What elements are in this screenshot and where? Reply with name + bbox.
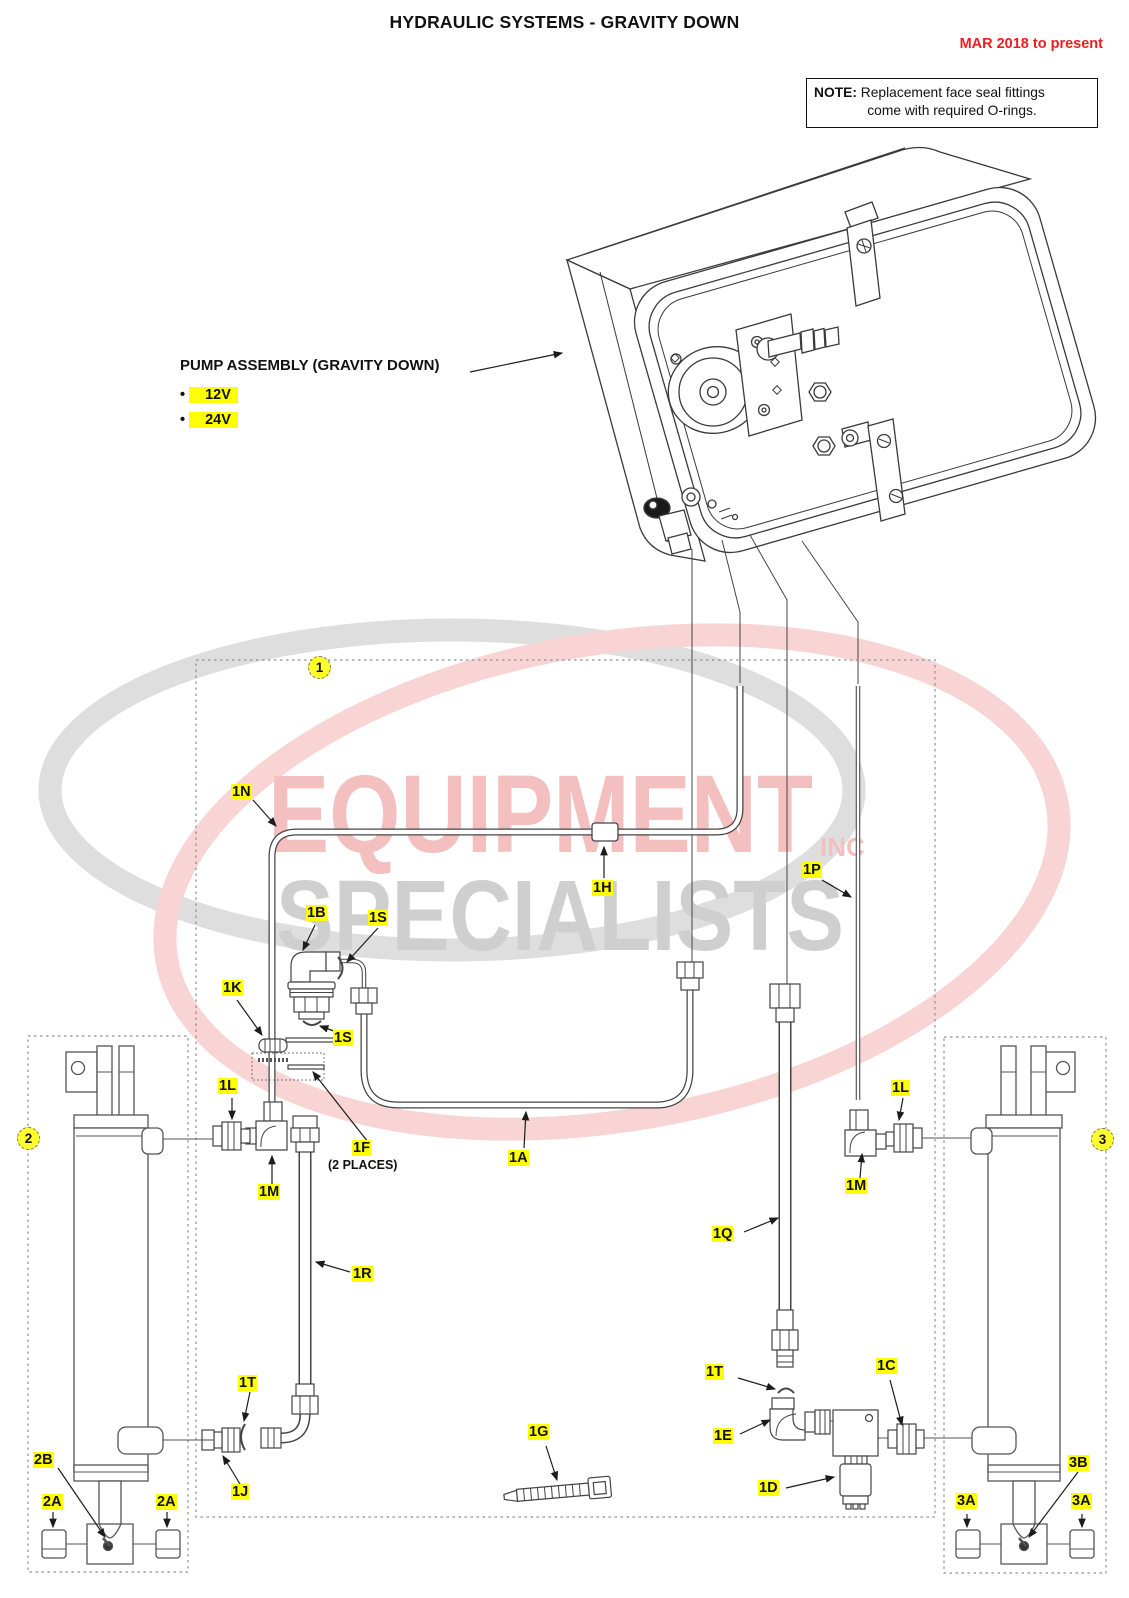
fitting-1h [591,822,619,842]
zip-tie-1g [503,1475,613,1502]
tubes-and-hoses [163,686,972,1444]
group-balloon-3: 3 [1091,1128,1114,1151]
pump-assembly-drawing [565,146,1097,562]
fitting-1j [201,1427,241,1453]
fitting-1m-right [844,1109,887,1157]
callout-1f: 1F [352,1140,371,1157]
page-title: HYDRAULIC SYSTEMS - GRAVITY DOWN [389,12,740,32]
hose-1r-fittings [260,1115,320,1449]
group-box-3 [943,1036,1107,1574]
fitting-1b-elbow [287,951,341,1020]
clip-1s-lower [302,1020,322,1026]
pump-assembly-label: PUMP ASSEMBLY (GRAVITY DOWN) [180,357,440,374]
callout-3a-right: 3A [1071,1493,1092,1510]
callout-1j: 1J [231,1484,250,1501]
callout-1l-right: 1L [891,1080,910,1097]
bullet-icon: • [180,412,186,428]
callout-3a-left: 3A [956,1493,977,1510]
clip-1t-right [777,1387,795,1394]
callout-1p: 1P [802,862,822,879]
hose-1q-fittings [769,983,801,1368]
clip-1s-upper [337,956,344,980]
callout-3b: 3B [1068,1455,1089,1472]
fitting-1e-elbow [769,1397,831,1441]
manifold-1f [251,1037,337,1081]
callout-1g: 1G [528,1424,550,1441]
group-box-2 [27,1035,189,1573]
callout-1r: 1R [352,1266,373,1283]
pump-option-12v: • 12V [180,387,238,403]
group-balloon-1: 1 [308,656,331,679]
note-box: NOTE: Replacement face seal fittings com… [806,78,1098,129]
cylinder-2-drawing [41,1045,181,1565]
group-balloon-2: 2 [17,1127,40,1150]
pump-option-24v: • 24V [180,412,238,428]
fitting-1k [258,1038,288,1053]
clip-1t-left [240,1423,246,1451]
callout-2a-right: 2A [156,1494,177,1511]
callout-2a-left: 2A [42,1494,63,1511]
group-boxes [27,659,1107,1574]
pump-leader-lines [691,534,859,984]
callout-1e: 1E [713,1428,733,1445]
fittings [201,951,925,1510]
watermark-logo: EQUIPMENT SPECIALISTS INC [38,618,1071,1141]
callout-1s-lower: 1S [333,1030,353,1047]
watermark-line2: SPECIALISTS [276,860,844,972]
note-label: NOTE: [814,85,857,100]
fitting-1l-left [212,1121,251,1151]
callout-1f-note: (2 PLACES) [328,1158,398,1172]
callout-1t-right: 1T [705,1364,724,1381]
callout-1n: 1N [231,784,252,801]
note-line1: Replacement face seal fittings [860,85,1045,100]
note-line2: come with required O-rings. [867,103,1037,119]
fitting-1m-left [245,1101,288,1151]
callout-1b: 1B [306,905,327,922]
watermark-line1: EQUIPMENT [268,753,813,876]
callout-1m-right: 1M [845,1178,868,1195]
callout-1d: 1D [758,1480,779,1497]
arrow-pump-label [469,350,564,373]
callout-1l-left: 1L [218,1078,237,1095]
bullet-icon: • [180,387,186,403]
callout-1q: 1Q [712,1226,734,1243]
callout-1c: 1C [876,1358,897,1375]
callout-1m-left: 1M [258,1184,281,1201]
callout-1k: 1K [222,980,243,997]
valve-block-and-coil-1d [832,1409,879,1510]
cylinder-3-drawing [955,1045,1095,1565]
tube-1a-nuts [350,961,704,1015]
callout-2b: 2B [33,1452,54,1469]
callout-1t-left: 1T [238,1375,257,1392]
callout-1a: 1A [508,1150,529,1167]
callout-1s-upper: 1S [368,910,388,927]
callout-arrows [49,350,1086,1538]
fitting-1l-right [885,1123,923,1153]
revision-date: MAR 2018 to present [959,36,1103,52]
callout-1h: 1H [592,880,613,897]
fitting-1c [887,1423,925,1455]
